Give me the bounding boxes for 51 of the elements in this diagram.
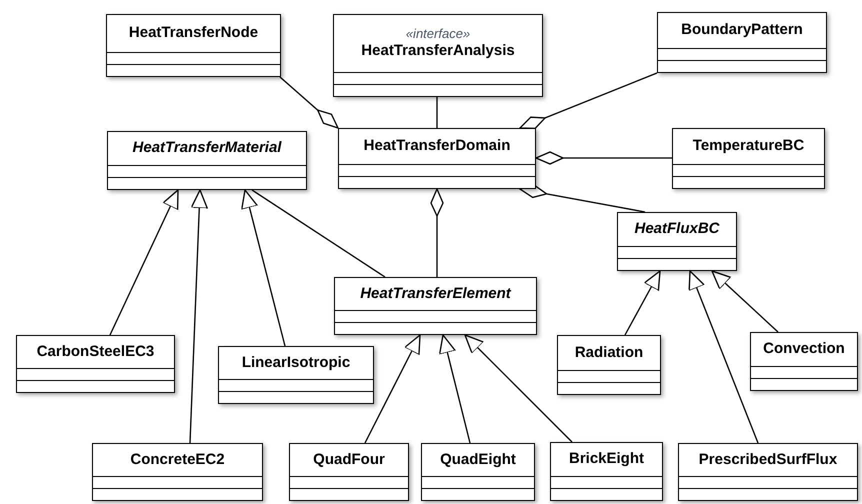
association-line <box>436 97 438 128</box>
class-box <box>550 442 663 501</box>
class-box <box>617 212 737 271</box>
class-name: HeatTransferElement <box>360 284 511 304</box>
class-box <box>557 335 661 395</box>
class-box <box>92 443 263 501</box>
class-box <box>672 128 825 189</box>
class-name: Convection <box>763 340 845 359</box>
class-name: HeatTransferMaterial <box>132 139 282 158</box>
class-box <box>106 14 281 77</box>
generalization-arrow <box>189 189 208 444</box>
aggregation-line <box>280 76 339 129</box>
generalization-arrow <box>364 334 421 444</box>
generalization-arrow <box>464 334 572 442</box>
aggregation-line <box>519 72 658 129</box>
class-name: HeatTransferNode <box>128 24 258 43</box>
aggregation-line <box>519 184 646 213</box>
class-box <box>289 443 409 501</box>
generalization-arrow <box>241 189 286 346</box>
association-line <box>252 189 386 278</box>
class-name: BoundaryPattern <box>681 21 803 40</box>
generalization-arrow <box>624 270 661 336</box>
class-name: CarbonSteelEC3 <box>36 342 154 362</box>
class-box <box>338 128 536 189</box>
class-box <box>333 14 543 97</box>
class-name: QuadEight <box>440 450 516 470</box>
generalization-arrow <box>109 189 179 336</box>
aggregation-line <box>535 151 672 165</box>
class-box <box>334 277 537 335</box>
class-name: HeatFluxBC <box>634 220 720 239</box>
class-name: LinearIsotropic <box>242 354 350 372</box>
class-box <box>657 12 827 73</box>
class-name: BrickEight <box>568 450 644 469</box>
class-box <box>678 443 858 501</box>
aggregation-line <box>430 188 444 277</box>
generalization-arrow <box>711 270 778 332</box>
generalization-arrow <box>438 334 471 444</box>
class-name: ConcreteEC2 <box>130 450 225 470</box>
stereotype-label: «interface» <box>406 26 470 42</box>
class-name: HeatTransferDomain <box>364 137 510 156</box>
class-box <box>421 443 535 501</box>
generalization-arrow <box>688 270 759 444</box>
class-box <box>218 346 374 404</box>
class-name: PrescribedSurfFlux <box>698 450 838 470</box>
class-name: TemperatureBC <box>692 137 804 156</box>
class-name: Radiation <box>574 344 644 362</box>
class-name: QuadFour <box>313 450 385 470</box>
class-name: HeatTransferAnalysis <box>361 42 515 61</box>
class-box <box>750 332 858 391</box>
class-box <box>107 131 307 190</box>
class-box <box>16 335 175 393</box>
